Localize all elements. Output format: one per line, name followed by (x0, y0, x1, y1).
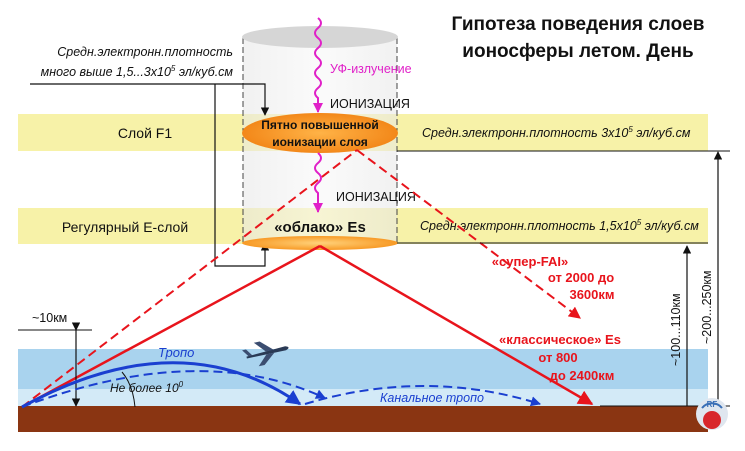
super-fai-ray-down (356, 149, 581, 319)
es-cloud-label: «облако» Es (274, 219, 366, 236)
f-height-label: ~200...250км (700, 271, 714, 345)
super-fai-line1: «супер-FAI» (492, 254, 569, 269)
note-pointer-f1 (30, 83, 270, 116)
diagram-title-line2: ионосферы летом. День (462, 41, 693, 62)
tropo-path (21, 361, 302, 409)
elevation-angle-arc (121, 371, 136, 408)
f1-spot-line1: Пятно повышенной (261, 118, 379, 132)
ionization-label-2: ИОНИЗАЦИЯ (336, 190, 416, 204)
super-fai-line2: от 2000 до (548, 270, 614, 285)
rf-logo-text: RF (707, 400, 718, 409)
tropo-label: Тропо (158, 345, 194, 360)
f1-ionization-spot (242, 113, 398, 153)
note-pointer-es (214, 84, 270, 267)
top-note-line1: Средн.электронн.плотность (57, 45, 233, 59)
super-fai-line3: 3600км (569, 287, 614, 302)
ionization-label-1: ИОНИЗАЦИЯ (330, 97, 410, 111)
classic-es-ray-up (21, 244, 321, 409)
e-density-label: Средн.электронн.плотность 1,5x105 эл/куб… (420, 218, 699, 233)
tropo-height-label: ~10км (32, 311, 67, 325)
tropo-duct-path-1 (21, 370, 326, 408)
f1-density-label: Средн.электронн.плотность 3x105 эл/куб.с… (422, 125, 691, 140)
classic-es-ray-down (319, 244, 594, 406)
classic-es-line3: до 2400км (550, 368, 615, 383)
ground-strip (18, 406, 708, 432)
rf-logo: RF (696, 398, 728, 430)
classic-es-line2: от 800 (538, 350, 577, 365)
f1-layer-label: Слой F1 (118, 125, 172, 141)
es-cloud (242, 236, 398, 250)
elevation-angle-label: Не более 100 (110, 380, 184, 395)
e-layer-label: Регулярный Е-слой (62, 219, 188, 235)
duct-tropo-label: Канальное тропо (380, 391, 484, 405)
f1-spot-line2: ионизации слоя (272, 135, 368, 149)
uv-radiation-label: УФ-излучение (330, 62, 412, 76)
troposphere-band (18, 349, 708, 389)
classic-es-line1: «классическое» Es (499, 332, 621, 347)
e-height-label: ~100...110км (669, 293, 683, 366)
airplane-icon (242, 341, 289, 367)
tropo-duct-path-2 (304, 385, 541, 407)
uv-radiation-arrow (313, 17, 323, 113)
ionization-arrow-2 (313, 152, 323, 213)
diagram-title-line1: Гипотеза поведения слоев (452, 14, 705, 35)
top-note-line2: много выше 1,5...3x105 эл/куб.см (41, 64, 234, 79)
